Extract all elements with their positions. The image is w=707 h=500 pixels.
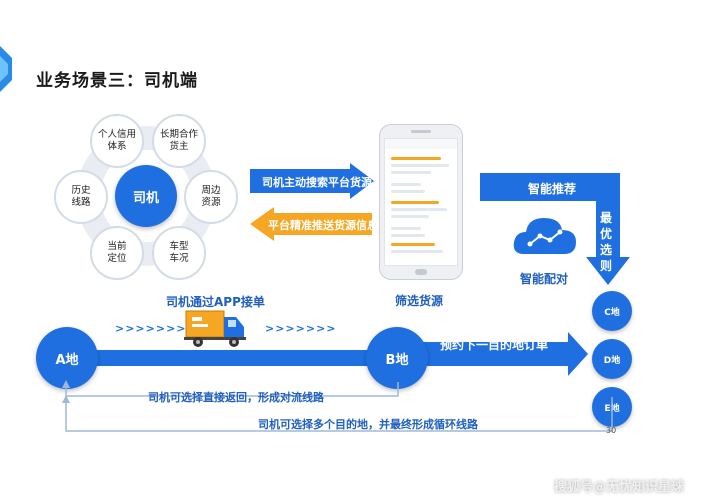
petal-credit: 个人信用体系 [90, 114, 144, 168]
page-title: 业务场景三：司机端 [36, 71, 198, 91]
phone-header-bar [385, 139, 457, 149]
smart-recommend-arrow [480, 173, 630, 285]
driver-hub-diagram: 司机 个人信用体系 长期合作货主 周边资源 车型车况 当前定位 历史线路 [50, 108, 240, 283]
search-arrow-label: 司机主动搜索平台货源 [262, 176, 372, 189]
node-d: D地 [592, 339, 632, 379]
phone-home-button [415, 269, 427, 275]
cloud-network-icon [513, 218, 576, 254]
next-order-arrow [420, 332, 588, 376]
next-order-label: 预约下一目的地订单 [440, 338, 549, 352]
phone-mockup [379, 124, 463, 280]
hub-center-driver: 司机 [115, 165, 177, 227]
page-number: 30 [606, 426, 617, 435]
truck-icon [184, 310, 246, 347]
best-pick-label: 最优选则 [600, 211, 613, 273]
petal-history-route: 历史线路 [54, 170, 108, 224]
petal-cargo-owner: 长期合作货主 [152, 114, 206, 168]
node-b: B地 [366, 327, 428, 389]
push-arrow [250, 207, 372, 241]
node-c: C地 [592, 291, 632, 331]
phone-screen [384, 138, 458, 266]
watermark-text: 搜狐号@无忧知识星球 [554, 480, 685, 495]
search-arrow [250, 163, 374, 199]
route-line-a-b [80, 350, 390, 366]
chevrons-right: >>>>>>> [265, 322, 337, 335]
smart-recommend-label: 智能推荐 [528, 182, 577, 196]
node-a: A地 [36, 327, 98, 389]
petal-vehicle: 车型车况 [152, 226, 206, 280]
phone-speaker [411, 130, 431, 133]
push-arrow-label: 平台精准推送货源信息 [268, 219, 378, 232]
return-route-text: 司机可选择直接返回，形成对流线路 [148, 391, 324, 404]
petal-location: 当前定位 [90, 226, 144, 280]
smart-match-label: 智能配对 [520, 272, 569, 286]
return-route-line [62, 380, 399, 397]
loop-route-line [62, 395, 613, 432]
corner-decoration [0, 46, 12, 92]
petal-nearby-resources: 周边资源 [184, 170, 238, 224]
chevrons-left: >>>>>>> [115, 322, 187, 335]
phone-caption: 筛选货源 [395, 294, 444, 308]
loop-route-text: 司机可选择多个目的地，并最终形成循环线路 [258, 418, 478, 431]
truck-caption: 司机通过APP接单 [166, 295, 265, 309]
